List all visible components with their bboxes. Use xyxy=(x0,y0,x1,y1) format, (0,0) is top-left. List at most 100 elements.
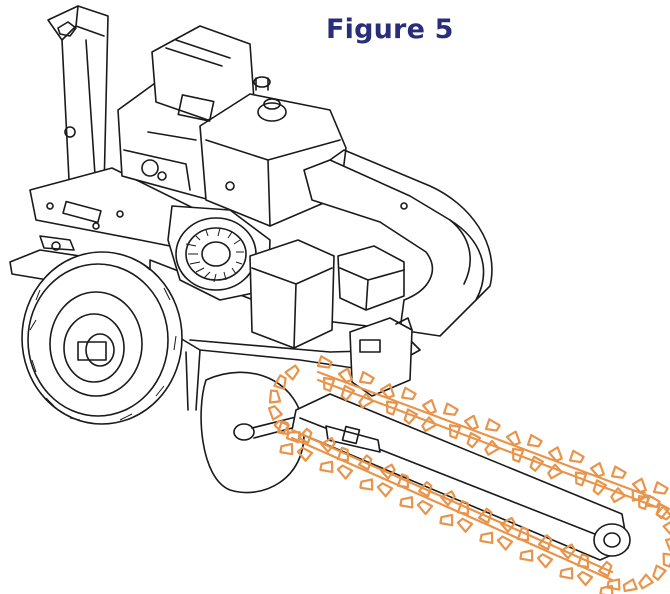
chain-tooth xyxy=(652,564,667,581)
boom-bracket xyxy=(349,317,413,397)
chain-tooth xyxy=(379,383,395,399)
chain-tooth xyxy=(399,496,414,509)
chain-tooth xyxy=(547,446,563,462)
chain-tooth xyxy=(496,535,514,551)
chain-tooth xyxy=(662,552,670,568)
chain-tooth xyxy=(456,517,474,533)
chain-link xyxy=(442,426,467,437)
chain-link xyxy=(358,394,383,405)
chain-link xyxy=(568,473,593,484)
chain-tooth xyxy=(559,567,574,580)
chain-tooth xyxy=(439,513,454,527)
chain-tooth xyxy=(599,584,614,594)
chain-link xyxy=(379,402,404,413)
chain-tooth xyxy=(500,516,516,533)
chain-tooth xyxy=(644,494,661,508)
chain-link xyxy=(316,370,341,381)
chain-tooth xyxy=(526,433,543,448)
chain-link xyxy=(370,472,394,484)
chain-tooth xyxy=(529,455,545,472)
chain-link xyxy=(337,378,362,389)
chain-tooth xyxy=(484,418,501,432)
chain-tooth xyxy=(664,538,670,552)
chain-link xyxy=(430,499,454,511)
chain-link xyxy=(379,394,404,405)
chain-link xyxy=(310,445,334,457)
chain-tooth xyxy=(574,471,588,487)
chain-link xyxy=(470,516,494,528)
chain-tooth xyxy=(421,398,437,415)
chain-tooth xyxy=(336,464,354,480)
chain-tooth xyxy=(560,543,576,560)
digging-chain xyxy=(267,355,670,594)
chain-tooth xyxy=(631,477,647,494)
chain-tooth xyxy=(637,495,651,511)
chain-tooth xyxy=(638,573,654,590)
chain-link xyxy=(530,543,554,555)
chain-tooth xyxy=(396,473,410,489)
chain-tooth xyxy=(296,446,314,462)
chain-tooth xyxy=(376,482,394,498)
chain-tooth xyxy=(589,461,605,478)
chain-tooth xyxy=(536,553,554,569)
chain-link xyxy=(568,465,593,476)
handle-post xyxy=(47,5,109,201)
chain-link xyxy=(358,386,383,397)
chain-tooth xyxy=(448,424,462,440)
chain-tooth xyxy=(385,400,399,416)
chain-tooth xyxy=(592,479,608,496)
chain-tooth xyxy=(505,430,521,447)
belt-guard xyxy=(303,149,493,337)
chain-link xyxy=(610,489,635,500)
chain-link xyxy=(484,433,509,444)
chain-link xyxy=(589,473,614,484)
chain-link xyxy=(463,434,488,445)
chain-link xyxy=(290,436,314,448)
chain-tooth xyxy=(359,478,374,491)
chain-tooth xyxy=(511,447,525,463)
chain-link xyxy=(421,418,446,429)
chain-tooth xyxy=(285,431,301,444)
chain-link xyxy=(589,481,614,492)
chain-tooth xyxy=(336,446,350,462)
chain-tooth xyxy=(380,463,396,480)
control-box xyxy=(249,239,405,349)
recoil-starter xyxy=(167,205,271,301)
chain-tooth xyxy=(340,384,356,402)
chain-tooth xyxy=(597,560,613,578)
chain-tooth xyxy=(417,480,433,498)
chain-tooth xyxy=(297,427,313,444)
chain-tooth xyxy=(610,465,627,479)
chain-link xyxy=(410,490,434,502)
chain-tooth xyxy=(519,549,534,562)
chain-tooth xyxy=(273,419,290,435)
chain-tooth xyxy=(456,499,470,515)
chain-tooth xyxy=(319,460,334,474)
chain-tooth xyxy=(655,502,670,520)
chain-link xyxy=(505,449,530,460)
chain-link xyxy=(547,457,572,468)
chain-tooth xyxy=(466,432,482,449)
chain-tooth xyxy=(267,405,283,421)
chain-tooth xyxy=(655,505,670,521)
chain-tooth xyxy=(477,507,493,524)
chain-tooth xyxy=(463,414,479,431)
chain-link xyxy=(490,525,514,537)
chain-tooth xyxy=(320,436,336,453)
chain-link xyxy=(350,463,374,475)
chain-link xyxy=(526,449,551,460)
chain-tooth xyxy=(316,355,333,369)
chain-link xyxy=(610,481,635,492)
chain-tooth xyxy=(631,489,646,502)
chain-tooth xyxy=(568,449,585,464)
engine xyxy=(117,25,347,227)
chain-tooth xyxy=(416,499,434,516)
chain-tooth xyxy=(400,386,417,401)
chain-link xyxy=(550,552,574,564)
chain-link xyxy=(316,378,341,389)
chain-link xyxy=(442,418,467,429)
chain-link xyxy=(463,426,488,437)
chain-tooth xyxy=(337,367,353,384)
